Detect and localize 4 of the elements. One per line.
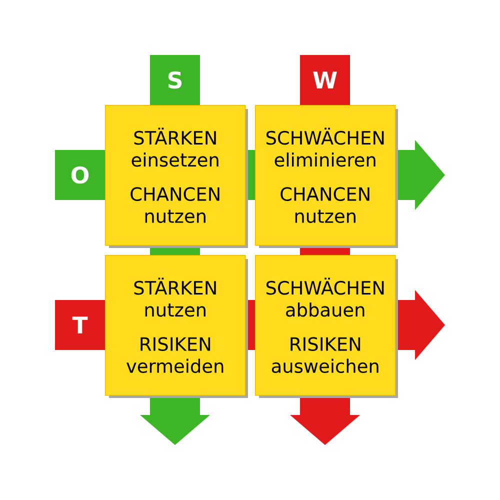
- sticky-note: STÄRKEN einsetzen CHANCEN nutzen: [105, 104, 248, 248]
- sticky-note: SCHWÄCHEN abbauen RISIKEN ausweichen: [255, 255, 398, 398]
- sticky-note: STÄRKEN nutzen RISIKEN vermeiden: [105, 255, 248, 398]
- sticky-note: SCHWÄCHEN eliminieren CHANCEN nutzen: [255, 104, 398, 248]
